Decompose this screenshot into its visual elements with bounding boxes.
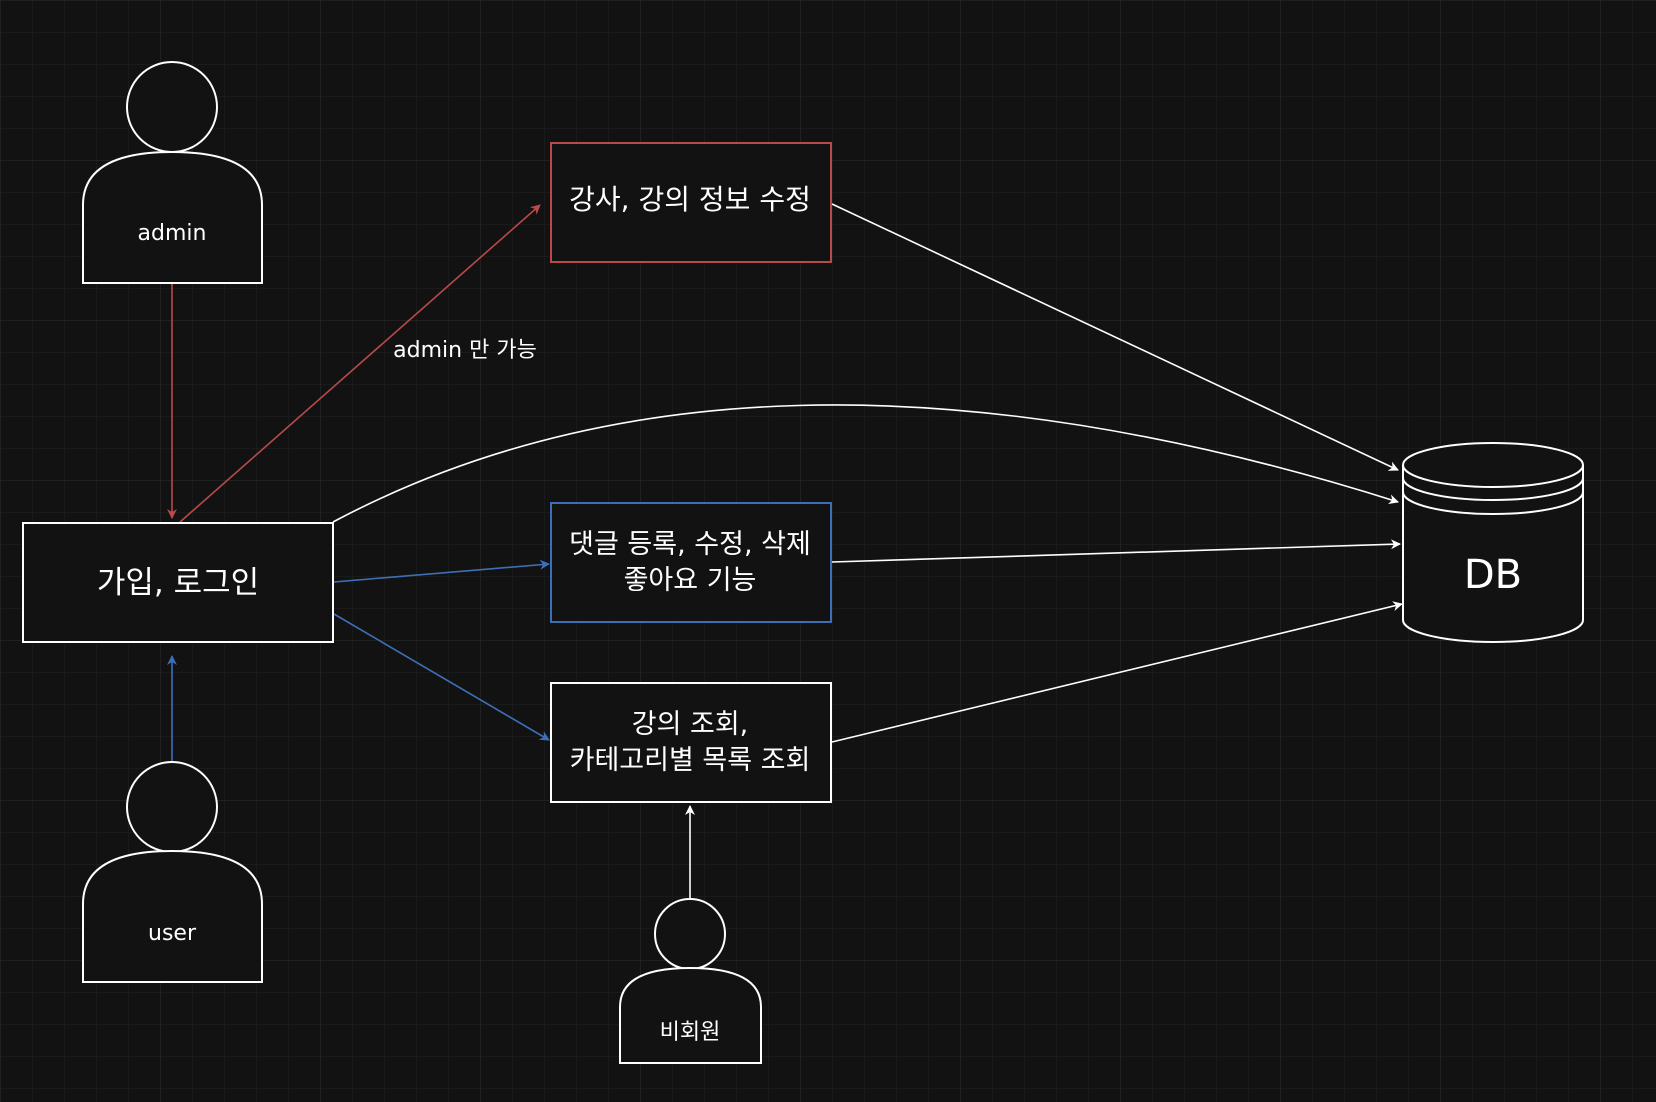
actor-user-label: user xyxy=(148,921,197,946)
box-edit-info-label: 강사, 강의 정보 수정 xyxy=(569,183,811,216)
actor-admin-label: admin xyxy=(138,221,207,246)
edge-label-admin-only: admin 만 가능 xyxy=(393,338,537,363)
actor-user[interactable]: user xyxy=(82,761,263,983)
box-login-frame xyxy=(22,522,334,643)
edge-comments-to-db[interactable] xyxy=(831,539,1401,563)
box-login[interactable]: 가입, 로그인 xyxy=(22,522,334,643)
database-cylinder[interactable]: DB xyxy=(1402,442,1584,643)
box-comments-frame xyxy=(550,502,832,623)
actor-user-head xyxy=(126,761,218,853)
actor-guest-label: 비회원 xyxy=(660,1020,721,1045)
box-comments-line-2: 좋아요 기능 xyxy=(624,565,757,596)
actor-guest[interactable]: 비회원 xyxy=(619,898,762,1064)
box-edit-info[interactable]: 강사, 강의 정보 수정 xyxy=(550,142,832,263)
database-label: DB xyxy=(1464,552,1522,598)
box-browse-line-2: 카테고리별 목록 조회 xyxy=(570,745,811,776)
edge-browse-to-db[interactable] xyxy=(831,601,1403,743)
edge-edit-info-to-db[interactable] xyxy=(831,203,1399,471)
box-browse-frame xyxy=(550,682,832,803)
database-ring-1 xyxy=(1402,477,1584,501)
actor-admin[interactable]: admin xyxy=(82,61,263,284)
box-comments-line-1: 댓글 등록, 수정, 삭제 xyxy=(569,529,811,560)
edge-login-to-db[interactable] xyxy=(332,404,1399,523)
actor-user-body xyxy=(82,849,263,983)
box-login-label: 가입, 로그인 xyxy=(97,565,259,601)
database-top xyxy=(1402,442,1584,488)
actor-guest-head xyxy=(654,898,726,970)
database-body xyxy=(1402,465,1584,643)
box-browse[interactable]: 강의 조회, 카테고리별 목록 조회 xyxy=(550,682,832,803)
edge-login-to-comments[interactable] xyxy=(333,559,550,583)
database-ring-2 xyxy=(1402,491,1584,515)
box-browse-line-1: 강의 조회, xyxy=(632,709,749,740)
edge-login-to-edit-info[interactable] xyxy=(179,204,541,523)
box-edit-info-frame xyxy=(550,142,832,263)
actor-guest-body xyxy=(619,966,762,1064)
actor-admin-head xyxy=(126,61,218,153)
actor-admin-body xyxy=(82,150,263,284)
box-comments[interactable]: 댓글 등록, 수정, 삭제 좋아요 기능 xyxy=(550,502,832,623)
edge-login-to-browse[interactable] xyxy=(333,613,550,741)
